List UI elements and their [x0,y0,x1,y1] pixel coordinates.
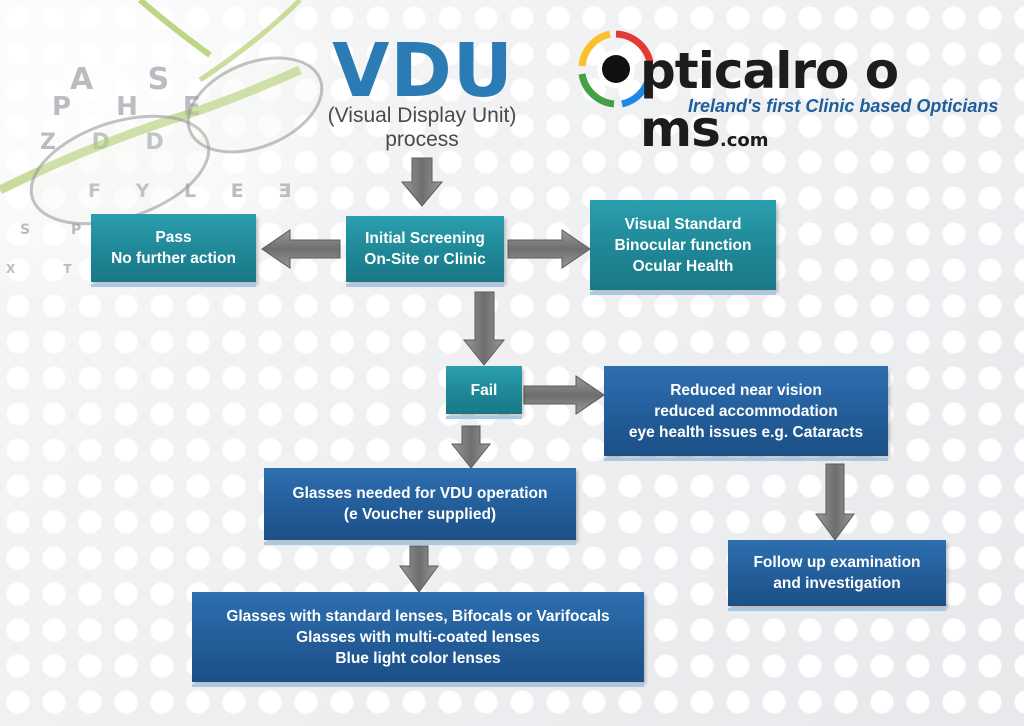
pass-box: Pass No further action [91,214,256,287]
box-line: Glasses with multi-coated lenses [296,628,540,646]
box-line: and investigation [773,575,901,592]
box-line: Visual Standard [624,215,742,233]
arrow-down-icon [399,545,439,593]
page-title: VDU [332,28,514,114]
logo-brand: pticalro o ms [640,42,899,158]
visual-standards-box: Visual Standard Binocular function Ocula… [590,200,776,295]
box-line: Initial Screening [365,230,485,247]
box-line: Blue light color lenses [335,649,501,667]
fail-box: Fail [446,366,522,419]
eye-chart-row: A S [70,62,192,97]
box-line: Glasses with standard lenses, Bifocals o… [226,607,610,625]
box-line: Pass [155,229,192,246]
page-subtitle: (Visual Display Unit) process [300,104,544,152]
box-line: eye health issues e.g. Cataracts [628,423,864,441]
box-line: reduced accommodation [654,402,838,420]
box-line: Reduced near vision [670,381,822,399]
lens-options-box: Glasses with standard lenses, Bifocals o… [192,592,644,687]
arrow-down-icon [450,425,492,469]
box-line: Follow up examination [753,554,921,571]
box-line: No further action [111,250,236,267]
arrow-right-icon [523,375,605,415]
arrow-down-icon [400,157,444,207]
arrow-left-icon [261,229,341,269]
glasses-needed-box: Glasses needed for VDU operation (e Vouc… [264,468,576,545]
initial-screening-box: Initial Screening On-Site or Clinic [346,216,504,287]
box-line: Ocular Health [632,257,734,275]
box-line: (e Voucher supplied) [343,506,497,523]
arrow-down-icon [462,291,506,366]
arrow-right-icon [507,229,591,269]
subtitle-line: (Visual Display Unit) [327,104,517,127]
box-line: Binocular function [614,236,752,254]
reduced-vision-box: Reduced near vision reduced accommodatio… [604,366,888,461]
box-line: Glasses needed for VDU operation [292,485,548,502]
logo-dotcom: .com [719,130,769,151]
eye-logo-icon [578,30,654,108]
box-line: Fail [470,381,498,399]
arrow-down-icon [815,463,855,541]
opticalrooms-logo: pticalro o ms.com Ireland's first Clinic… [576,22,999,158]
logo-wordmark: pticalro o ms.com [640,42,996,158]
eye-chart-row: F Y L E Ǝ [88,180,306,202]
eye-chart-row: S P [20,222,100,238]
box-line: On-Site or Clinic [364,251,486,268]
follow-up-box: Follow up examination and investigation [728,540,946,611]
subtitle-line: process [385,128,459,151]
logo-tagline: Ireland's first Clinic based Opticians [688,96,999,116]
